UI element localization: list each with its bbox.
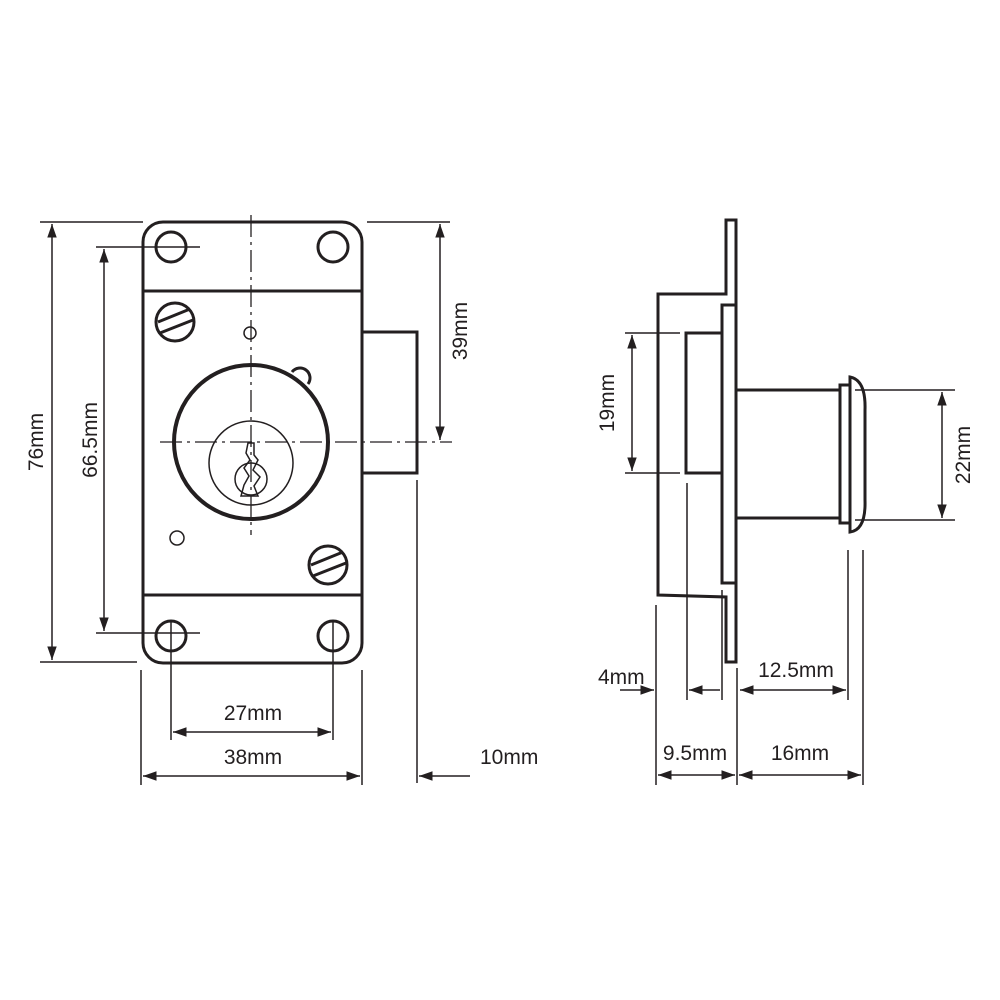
screw-icon <box>154 301 196 343</box>
dim-10-label: 10mm <box>480 746 538 769</box>
pin-bump <box>290 366 312 385</box>
side-latch-bolt <box>684 331 724 475</box>
dim-39-label: 39mm <box>449 302 472 360</box>
front-view <box>141 215 452 665</box>
keyway-icon <box>240 442 261 497</box>
dim-66-5-label: 66.5mm <box>79 402 102 478</box>
side-faceplate <box>656 218 738 664</box>
dim-4-label: 4mm <box>598 666 645 689</box>
latch-bolt <box>360 330 419 475</box>
small-hole-icon <box>243 326 257 340</box>
dim-27-label: 27mm <box>224 702 282 725</box>
dim-16-label: 16mm <box>771 742 829 765</box>
front-dimensions: 76mm 66.5mm 39mm 27mm 38mm 10mm <box>25 221 538 785</box>
screw-icon <box>307 544 349 586</box>
side-cylinder <box>734 388 842 520</box>
side-cylinder-head <box>848 375 867 534</box>
side-dimensions: 19mm 22mm 4mm 9.5mm 12.5mm 16mm <box>596 332 975 785</box>
mounting-hole-icon <box>316 230 350 264</box>
small-hole-icon <box>169 530 185 546</box>
dim-38-label: 38mm <box>224 746 282 769</box>
dim-12-5-label: 12.5mm <box>758 659 834 682</box>
dim-9-5-label: 9.5mm <box>663 742 727 765</box>
dim-76-label: 76mm <box>25 413 48 471</box>
dim-19-label: 19mm <box>596 374 619 432</box>
side-inner-plate <box>720 303 738 585</box>
side-view <box>656 218 867 664</box>
dim-22-label: 22mm <box>952 426 975 484</box>
